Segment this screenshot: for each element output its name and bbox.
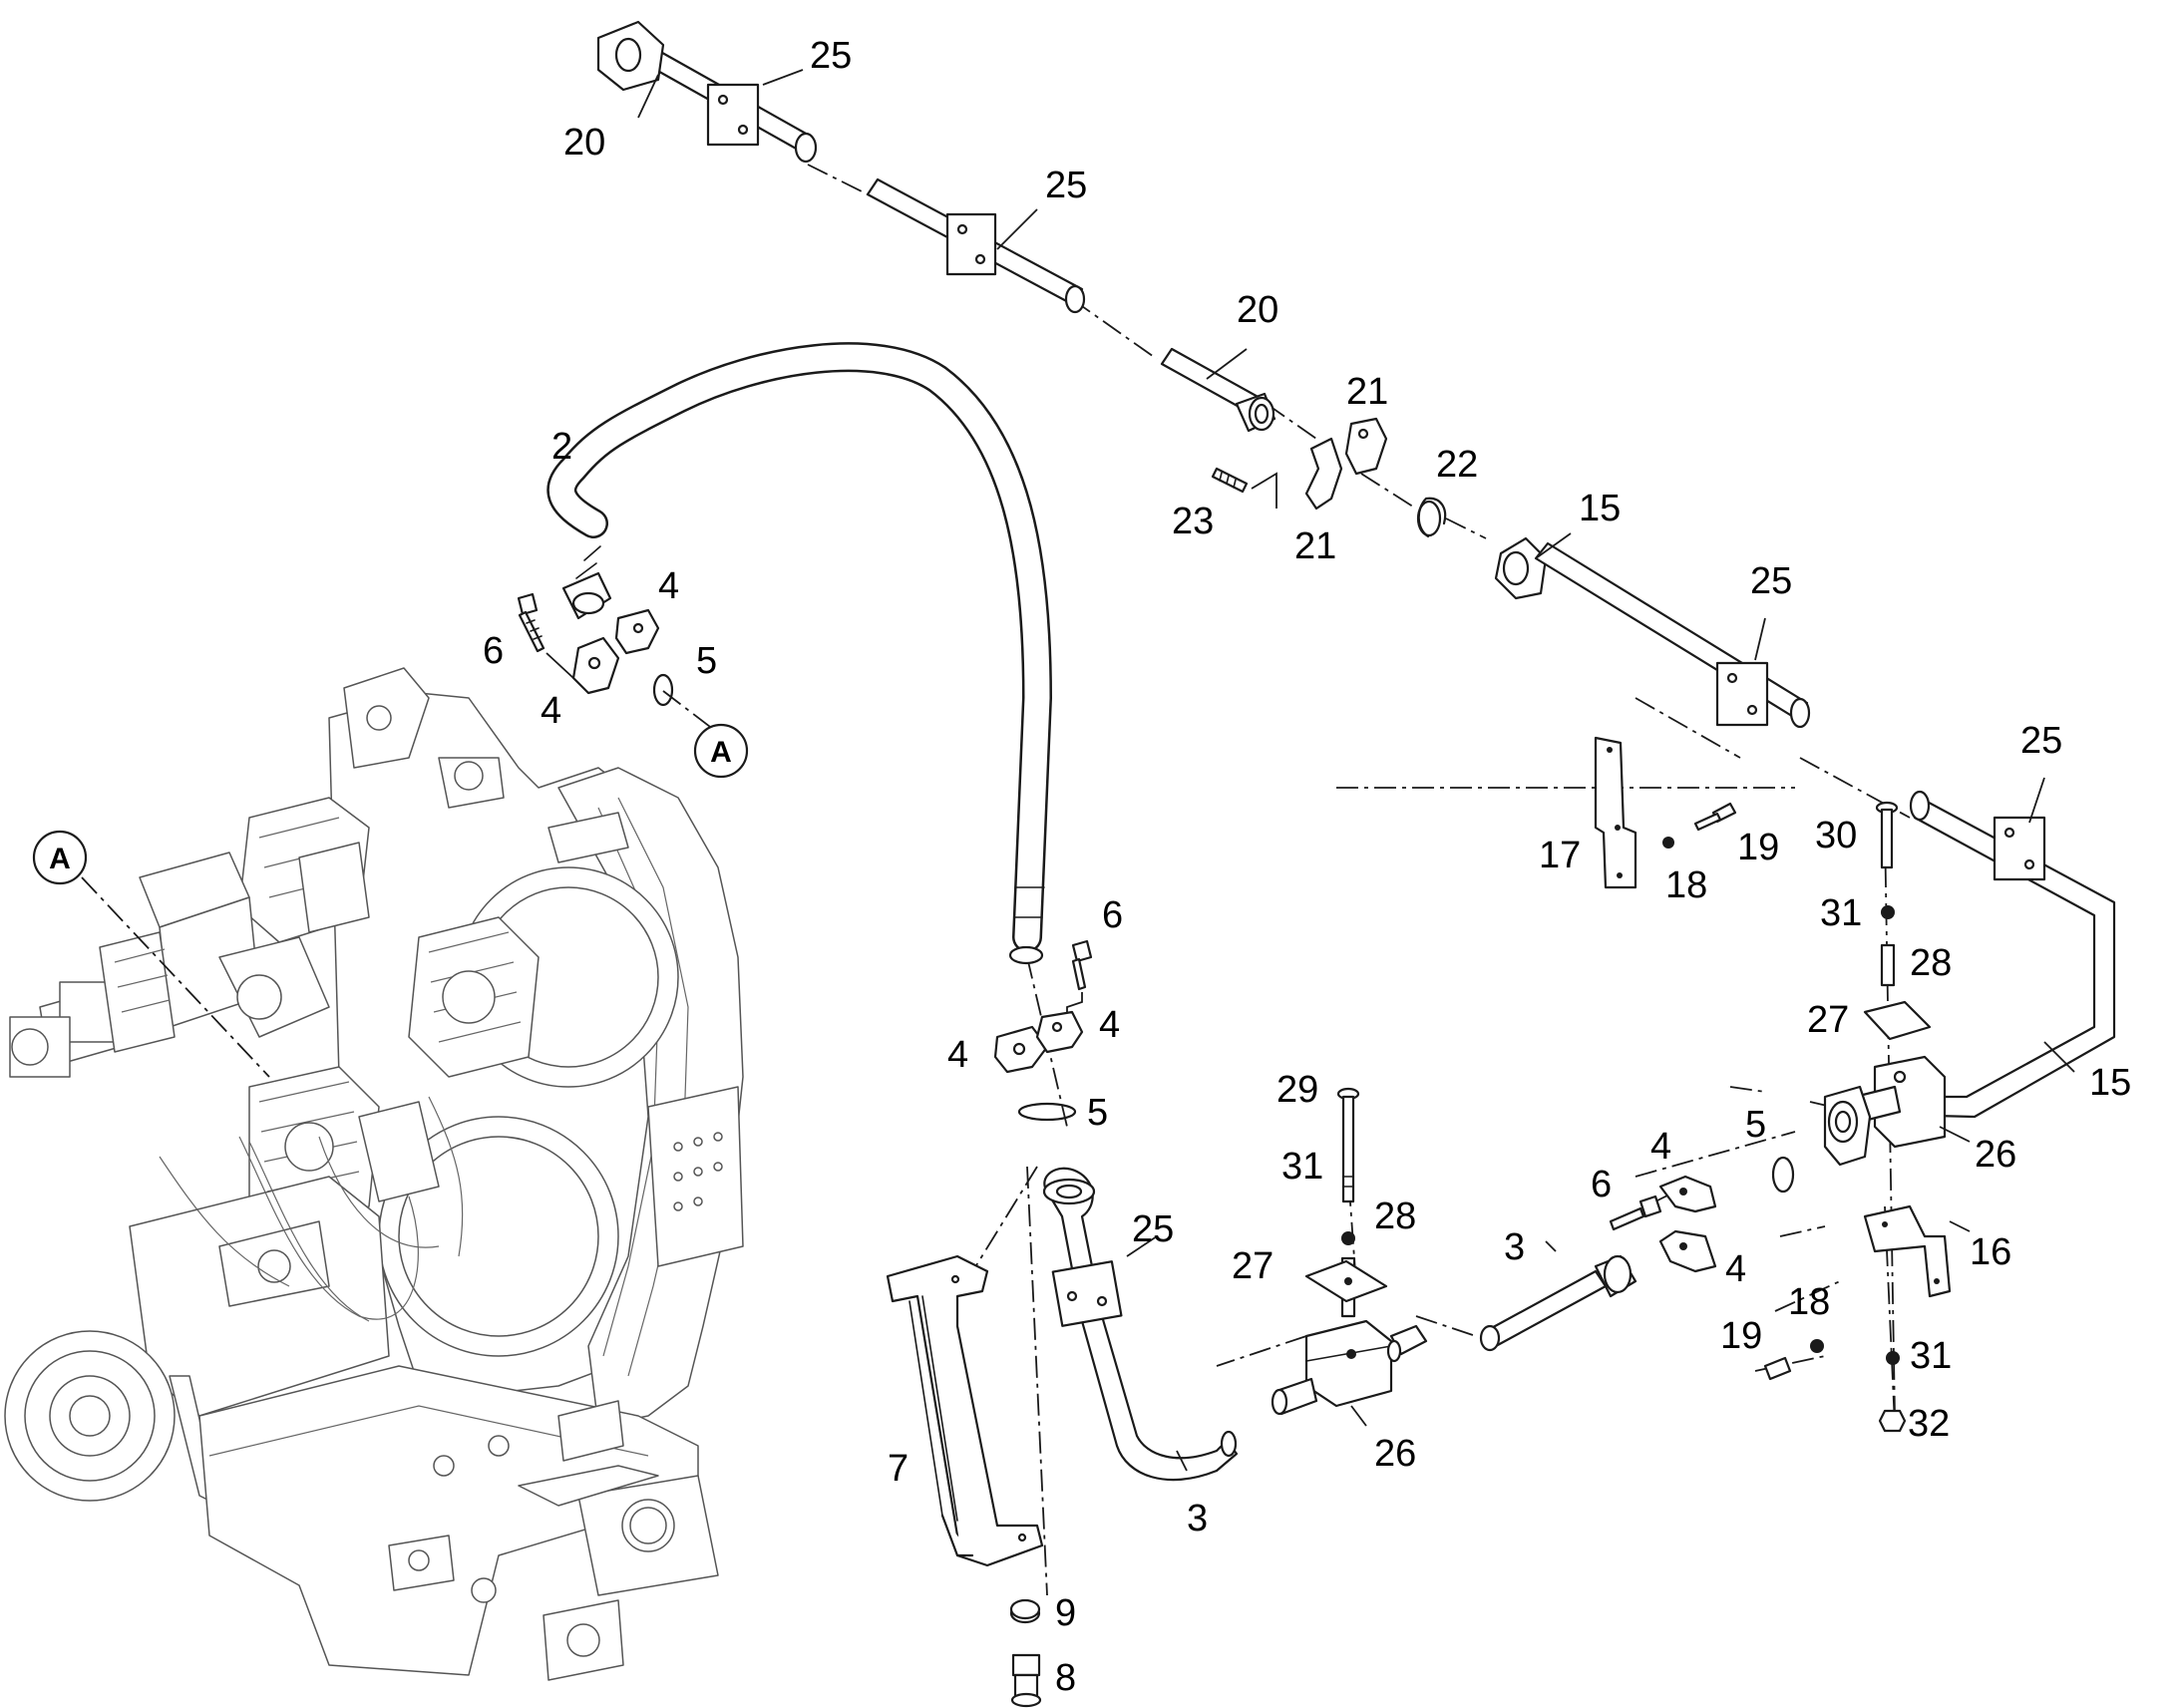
callout-20: 20 <box>1237 289 1278 331</box>
callout-21: 21 <box>1294 525 1336 567</box>
bolt-30 <box>1875 801 1899 869</box>
pin-28-upper <box>1880 943 1896 987</box>
transmission-assembly <box>4 667 744 1681</box>
reference-mark-a-machine: A <box>32 830 88 885</box>
callout-18: 18 <box>1665 864 1707 906</box>
hose-2 <box>546 342 1052 965</box>
callout-25: 25 <box>1132 1208 1174 1250</box>
flange-4-middle <box>993 1010 1084 1074</box>
svg-text:A: A <box>710 736 732 769</box>
callout-20: 20 <box>563 122 605 164</box>
callout-22: 22 <box>1436 444 1478 486</box>
callout-27: 27 <box>1807 999 1849 1041</box>
callout-25: 25 <box>810 35 852 77</box>
flange-4-upper <box>571 608 660 695</box>
bolt-8 <box>1010 1653 1042 1708</box>
pipe-20-flange-end <box>1160 347 1276 433</box>
nut-31-upper <box>1881 905 1895 919</box>
washer-9 <box>1009 1598 1041 1624</box>
callout-7: 7 <box>888 1448 908 1490</box>
callout-3: 3 <box>1504 1226 1525 1268</box>
callout-4: 4 <box>1725 1248 1746 1290</box>
callout-30: 30 <box>1815 815 1857 856</box>
callout-18: 18 <box>1788 1281 1830 1323</box>
callout-25: 25 <box>1045 165 1087 206</box>
bolt-19-lower <box>1763 1356 1792 1381</box>
callout-17: 17 <box>1539 835 1581 876</box>
callout-15: 15 <box>2089 1062 2131 1104</box>
callout-32: 32 <box>1908 1403 1950 1445</box>
callout-8: 8 <box>1055 1657 1076 1699</box>
callout-2: 2 <box>551 426 572 468</box>
callout-5: 5 <box>1745 1104 1766 1146</box>
bracket-17 <box>1594 736 1637 889</box>
bracket-16 <box>1863 1204 1952 1298</box>
callout-27: 27 <box>1232 1245 1273 1287</box>
callout-21: 21 <box>1346 371 1388 413</box>
split-flange-21 <box>1304 417 1388 511</box>
callout-6: 6 <box>1591 1164 1612 1205</box>
callout-3: 3 <box>1187 1498 1208 1539</box>
pipe-15 <box>1494 536 2116 1119</box>
callout-19: 19 <box>1737 827 1779 868</box>
flange-4-lower <box>1658 1175 1717 1273</box>
callout-4: 4 <box>1099 1004 1120 1046</box>
callout-19: 19 <box>1720 1315 1762 1357</box>
callout-6: 6 <box>1102 894 1123 936</box>
callout-5: 5 <box>1087 1092 1108 1134</box>
bolt-6-upper <box>517 592 574 679</box>
callout-31: 31 <box>1910 1335 1952 1377</box>
bolt-19-upper <box>1693 802 1737 832</box>
reference-mark-a-hose: A <box>693 723 749 779</box>
bracket-7 <box>886 1254 1044 1567</box>
callout-16: 16 <box>1970 1231 2011 1273</box>
callout-4: 4 <box>658 565 679 607</box>
callout-25: 25 <box>2020 720 2062 762</box>
callout-9: 9 <box>1055 1592 1076 1634</box>
clamp-26-mid <box>1271 1319 1428 1416</box>
callout-28: 28 <box>1910 942 1952 984</box>
bolt-29 <box>1336 1087 1360 1203</box>
upper-pipe-segment <box>596 20 1086 314</box>
washer-18-lower <box>1810 1339 1824 1353</box>
pipe-3-lower <box>1042 1167 1239 1482</box>
callout-15: 15 <box>1579 488 1621 529</box>
callout-28: 28 <box>1374 1196 1416 1237</box>
callout-29: 29 <box>1276 1069 1318 1111</box>
leader-lines <box>637 69 2075 1472</box>
o-ring-22-shape <box>1416 500 1442 537</box>
nut-32 <box>1878 1409 1907 1433</box>
callout-4: 4 <box>541 690 561 732</box>
o-ring-5-middle <box>1017 1102 1077 1122</box>
callout-4: 4 <box>947 1034 968 1076</box>
callout-5: 5 <box>696 640 717 682</box>
svg-text:A: A <box>49 843 71 875</box>
flange-26-right <box>1823 1085 1872 1167</box>
callout-23: 23 <box>1172 501 1214 542</box>
callout-25: 25 <box>1750 560 1792 602</box>
callout-labels: 20 25 25 20 2 21 21 22 23 15 4 6 5 4 25 … <box>483 35 2131 1699</box>
o-ring-5-upper <box>652 673 674 707</box>
callout-4: 4 <box>1650 1126 1671 1168</box>
callout-6: 6 <box>483 630 504 672</box>
callout-31: 31 <box>1281 1146 1323 1188</box>
callout-31: 31 <box>1820 892 1862 934</box>
plate-27-upper <box>1863 1000 1932 1041</box>
callout-26: 26 <box>1374 1433 1416 1475</box>
pipe-3-right <box>1479 1254 1637 1352</box>
bolt-6-lower <box>1609 1195 1662 1231</box>
o-ring-5-lower <box>1771 1156 1795 1194</box>
bolt-23 <box>1211 467 1277 509</box>
nut-31-mid <box>1341 1231 1355 1245</box>
plate-27-mid-hole <box>1344 1277 1352 1285</box>
callout-26: 26 <box>1975 1134 2016 1176</box>
nut-31-lower <box>1886 1351 1900 1365</box>
washer-18-upper <box>1662 837 1674 849</box>
